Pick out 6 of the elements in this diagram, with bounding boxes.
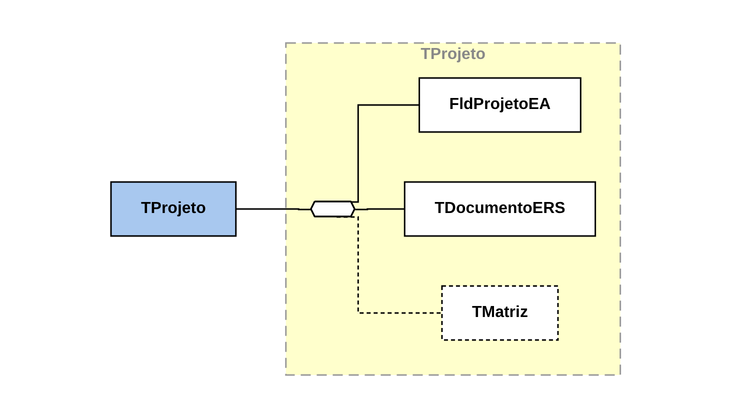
node-box: FldProjetoEA [418, 77, 582, 133]
connector [355, 208, 405, 210]
node-box: TMatriz [442, 285, 560, 341]
connector [236, 208, 312, 210]
node-box: TProjeto [110, 181, 237, 237]
node-box: TDocumentoERS [404, 181, 596, 237]
